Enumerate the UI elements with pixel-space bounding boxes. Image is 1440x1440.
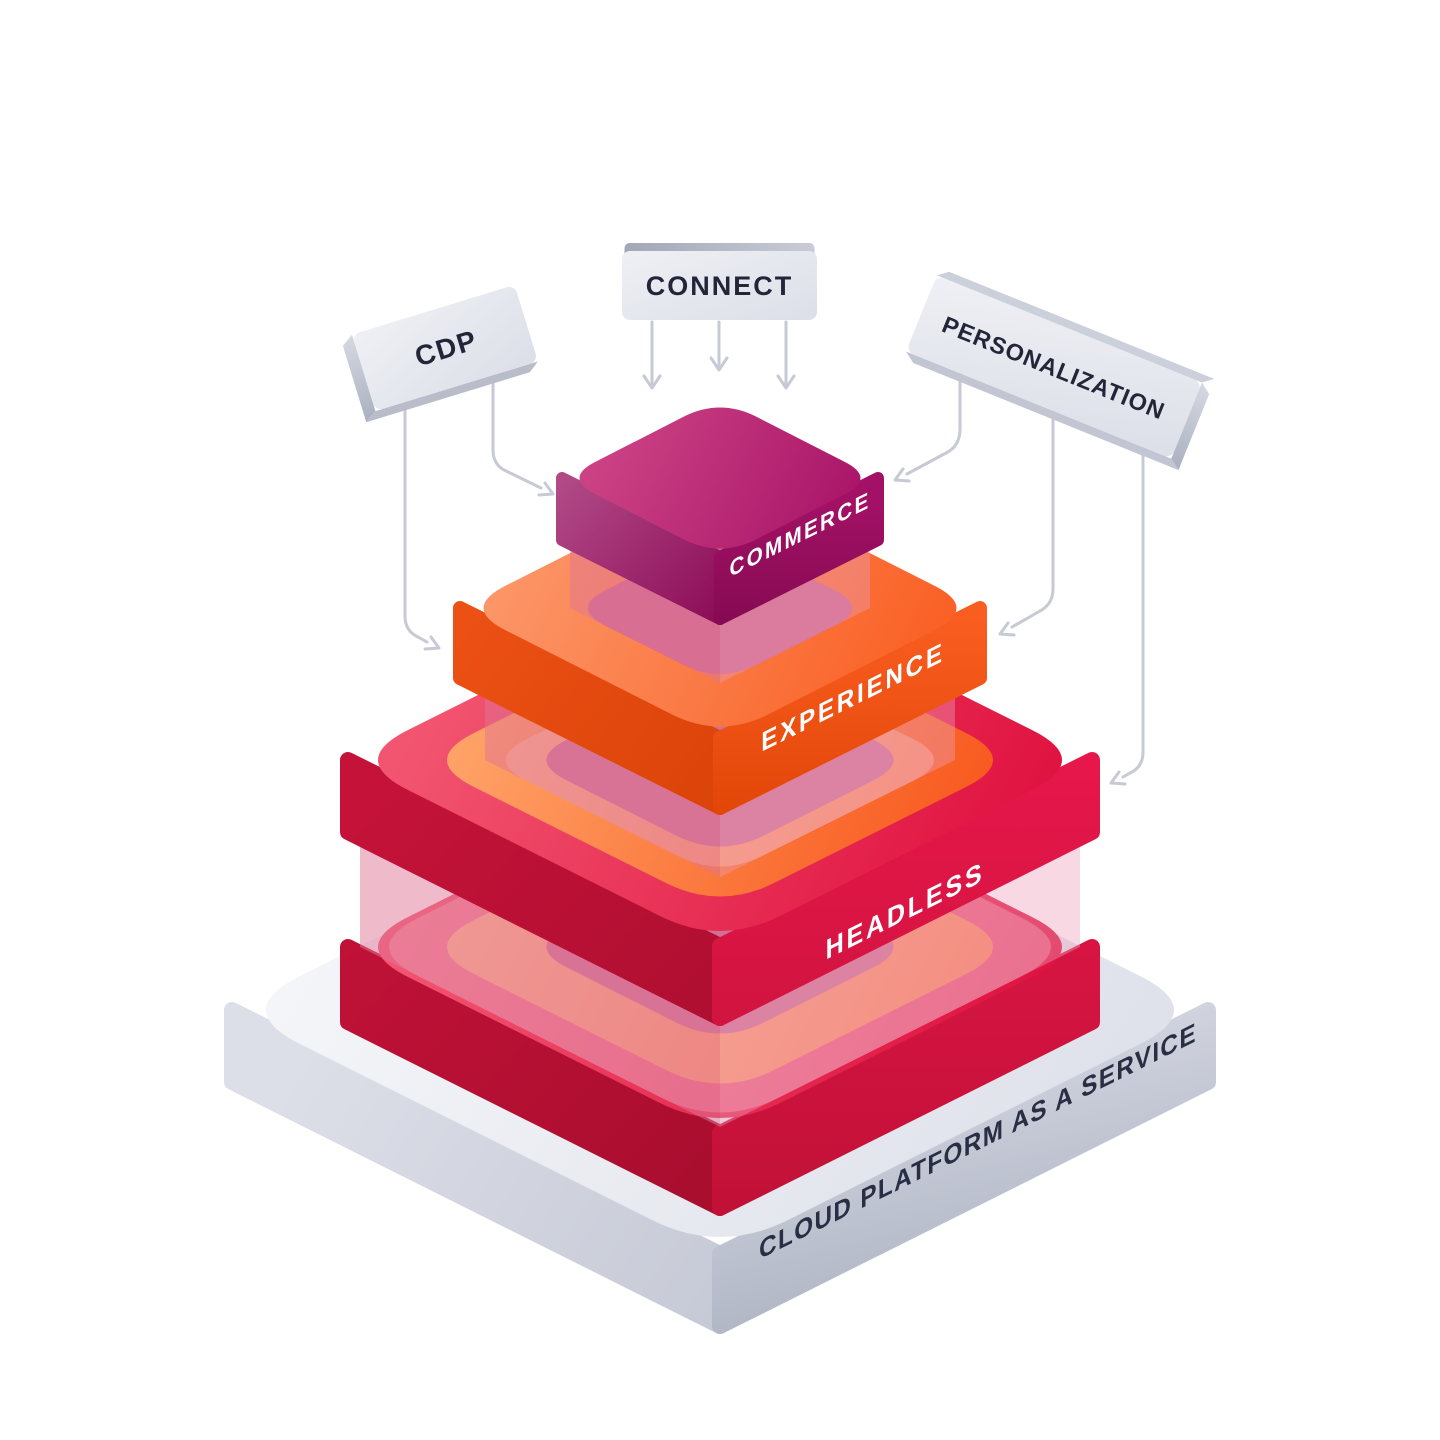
callout-connect-label: CONNECT [646, 271, 794, 301]
connector-cdp-to-experience [403, 401, 441, 651]
arrowhead-down-icon [776, 374, 796, 390]
column2-right-face [720, 678, 955, 877]
personalization-bottom-bevel [906, 351, 1179, 471]
connect-face [622, 251, 817, 320]
column2-left-face [485, 678, 720, 877]
connector-connect-2 [709, 320, 729, 372]
connector-personalization-to-experience [998, 409, 1055, 637]
column3-left-face [570, 540, 720, 683]
column3-right-face [720, 540, 870, 683]
callout-connect: CONNECT [622, 243, 817, 320]
connector-cdp-to-commerce [491, 374, 555, 497]
connectors [403, 320, 1145, 786]
personalization-right-bevel [1171, 382, 1210, 471]
column1-left-face [360, 832, 720, 1127]
column1-right-face [720, 832, 1080, 1127]
connector-personalization-to-commerce [893, 372, 962, 483]
arrowhead-icon [998, 621, 1016, 637]
callout-cdp: CDP [342, 286, 538, 423]
connector-connect-1 [642, 320, 662, 390]
arrowhead-down-icon [642, 374, 662, 390]
cdp-bottom-bevel [366, 361, 538, 423]
arrowhead-icon [537, 481, 555, 497]
arrowhead-icon [423, 635, 441, 651]
callout-personalization: PERSONALIZATION [906, 271, 1215, 471]
commerce-top-face [579, 407, 861, 549]
experience-right-face [713, 601, 987, 815]
personalization-face [908, 277, 1200, 457]
base-right-face [712, 1002, 1216, 1334]
arrowhead-icon [893, 467, 911, 483]
cdp-face [354, 286, 536, 410]
cdp-left-bevel [342, 334, 376, 423]
connector-personalization-to-headless [1109, 446, 1145, 786]
arrowhead-icon [1109, 770, 1127, 786]
commerce-right-face [714, 472, 884, 625]
personalization-top-bevel [936, 271, 1215, 383]
arrowhead-down-icon [709, 356, 729, 372]
connector-connect-3 [776, 320, 796, 390]
